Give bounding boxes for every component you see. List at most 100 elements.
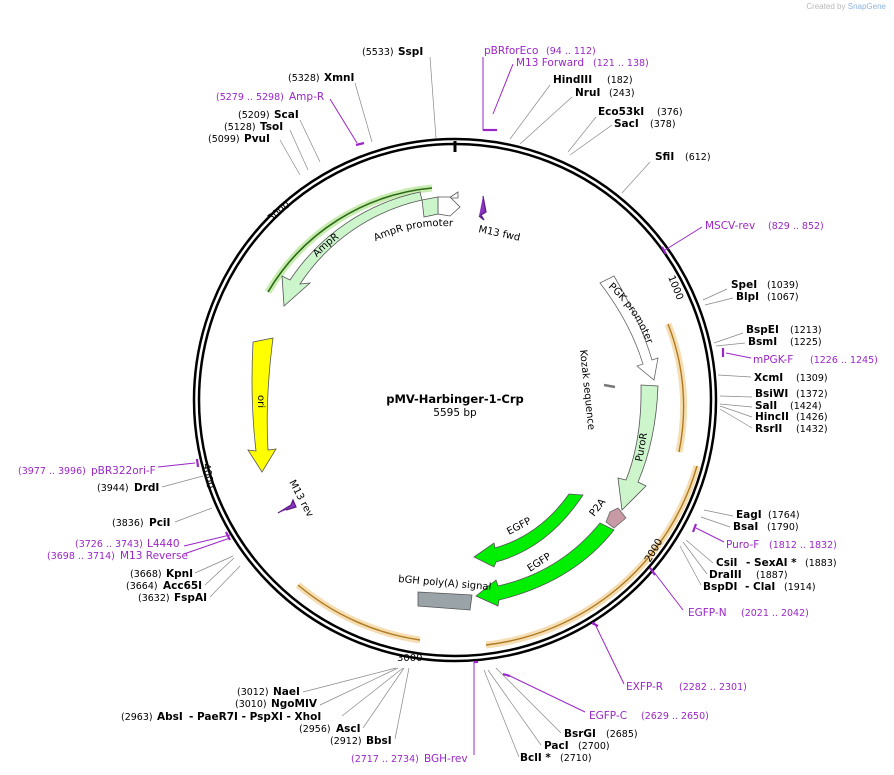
map-label: (376)	[657, 107, 683, 118]
ori-feature[interactable]: ori	[247, 337, 277, 473]
map-label: (182)	[607, 75, 633, 86]
site-bsai: BsaI	[733, 521, 758, 533]
ampr-feature[interactable]: AmpR AmpR promoter	[281, 191, 461, 307]
pgk-promoter-arrow	[599, 275, 659, 381]
pgk-promoter-feature[interactable]: PGK promoter	[599, 275, 659, 381]
map-label: (1887)	[756, 570, 788, 581]
map-label: PGK promoter	[606, 281, 655, 346]
ori-label: ori	[255, 395, 266, 408]
puror-arrow	[617, 384, 659, 511]
map-label: (1812 .. 1832)	[769, 540, 837, 551]
primer-mpgkf: mPGK-F	[753, 354, 793, 366]
map-label: (243)	[609, 88, 635, 99]
map-label: (2912)	[330, 736, 362, 747]
bgh-feature[interactable]: bGH poly(A) signal	[398, 574, 492, 611]
map-label: (2629 .. 2650)	[641, 711, 709, 722]
map-label: (1432)	[796, 424, 828, 435]
kozak-feature[interactable]: Kozak sequence	[577, 349, 616, 431]
tick-4000: 4000	[200, 463, 215, 490]
site-spei: SpeI	[731, 279, 757, 291]
site-hindiii: HindIII	[553, 74, 592, 86]
primer-labels: pBRforEco (94 .. 112) M13 Forward (121 .…	[18, 45, 878, 765]
site-acc65i: Acc65I	[163, 580, 202, 592]
map-label: (2963)	[121, 712, 153, 723]
primer-exfpr: EXFP-R	[626, 681, 663, 693]
leader-lines	[161, 56, 753, 758]
site-saci: SacI	[614, 118, 639, 130]
p2a-feature[interactable]: P2A	[588, 497, 627, 529]
site-bsiwi: BsiWI	[755, 388, 788, 400]
site-eagi: EagI	[736, 509, 762, 521]
site-xmni: XmnI	[324, 72, 354, 84]
map-label: (5533)	[362, 47, 394, 58]
site-scai: ScaI	[274, 109, 299, 121]
primer-marks	[195, 128, 725, 678]
m13-fwd-label: M13 fwd	[477, 224, 521, 244]
map-label: (5209)	[238, 110, 270, 121]
site-csii: CsiI	[716, 557, 737, 569]
ampr-arrow	[281, 191, 423, 307]
site-ngomiv: NgoMIV	[271, 698, 318, 710]
m13-fwd-feature[interactable]: M13 fwd	[477, 195, 521, 244]
plasmid-size: 5595 bp	[433, 407, 477, 419]
pgk-promoter-label: PGK promoter	[606, 281, 655, 346]
map-label: (1426)	[796, 412, 828, 423]
tick-1000: 1000	[665, 274, 685, 302]
site-tsoi: TsoI	[260, 121, 283, 133]
backbone	[192, 137, 718, 663]
snapgene-logo: SnapGene	[847, 2, 886, 11]
puror-label: PuroR	[634, 432, 650, 463]
primer-ampr: Amp-R	[289, 91, 324, 103]
map-label: (1764)	[768, 510, 800, 521]
site-bsmi: BsmI	[748, 336, 777, 348]
site-pvui: PvuI	[244, 133, 270, 145]
map-label: (2685)	[606, 729, 638, 740]
map-label: (1039)	[767, 280, 799, 291]
map-label: (2956)	[299, 724, 331, 735]
site-bspei: BspEI	[746, 324, 779, 336]
primer-pbr322orif: pBR322ori-F	[91, 465, 156, 477]
site-sexai: - SexAI *	[746, 557, 797, 569]
site-bspdi: BspDI	[703, 581, 737, 593]
map-label: (2282 .. 2301)	[679, 682, 747, 693]
map-label: (3726 .. 3743)	[75, 539, 143, 550]
map-label: (1225)	[790, 337, 822, 348]
ori-arrow	[247, 337, 277, 473]
map-label: (1883)	[805, 558, 837, 569]
primer-mscvrev: MSCV-rev	[705, 220, 755, 232]
map-label: (1424)	[790, 401, 822, 412]
site-bcli: BclI *	[520, 752, 551, 764]
m13-rev-label: M13 rev	[286, 478, 315, 519]
site-drdi: DrdI	[134, 482, 159, 494]
puror-feature[interactable]: PuroR	[617, 384, 659, 511]
site-sali: SalI	[755, 400, 777, 412]
site-pcii: PciI	[149, 517, 170, 529]
primer-purof: Puro-F	[726, 539, 759, 551]
enzyme-labels: (5533) SspI (5328) XmnI (5209) ScaI (512…	[97, 46, 837, 764]
site-bbsi: BbsI	[366, 735, 392, 747]
egfp-arrow-2	[475, 522, 615, 607]
map-label: (378)	[650, 119, 676, 130]
map-label: (612)	[685, 152, 711, 163]
plasmid-title: pMV-Harbinger-1-Crp	[386, 392, 524, 406]
site-eco53ki: Eco53kI	[598, 106, 644, 118]
map-label: (3010)	[235, 699, 267, 710]
map-label: (1309)	[796, 373, 828, 384]
m13-rev-feature[interactable]: M13 rev	[277, 478, 315, 519]
map-label: (5099)	[208, 134, 240, 145]
map-label: (5128)	[224, 122, 256, 133]
map-label: (2700)	[578, 741, 610, 752]
site-absi: AbsI	[157, 711, 183, 723]
map-label: (3664)	[126, 581, 158, 592]
snapgene-credit: Created by SnapGene	[806, 2, 886, 11]
credit-prefix: Created by	[806, 2, 846, 11]
primer-egfpn: EGFP-N	[688, 607, 727, 619]
map-label: (3668)	[130, 569, 162, 580]
ampr-promoter-label: AmpR promoter	[372, 218, 454, 244]
site-asci: AscI	[336, 723, 361, 735]
map-label: (1914)	[784, 582, 816, 593]
map-label: (2021 .. 2042)	[741, 608, 809, 619]
map-label: (5328)	[288, 73, 320, 84]
map-label: (3944)	[97, 483, 129, 494]
